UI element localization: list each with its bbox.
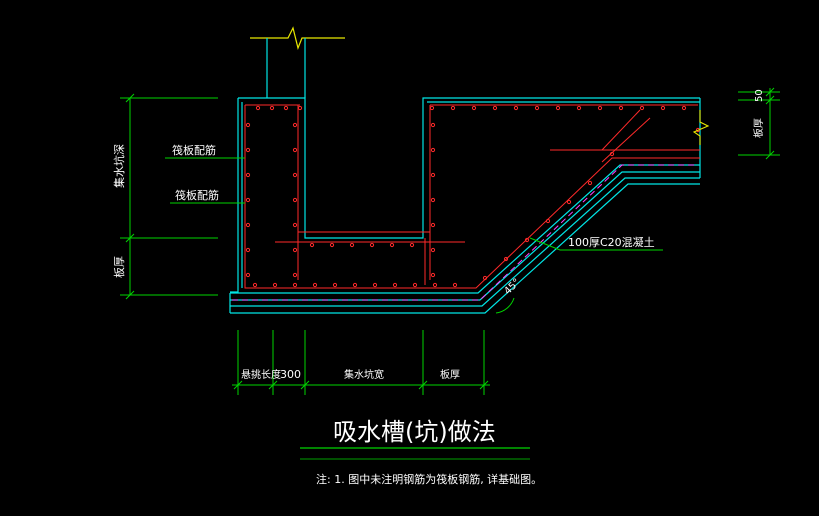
dim-overhang: 悬挑长度 [241,368,281,381]
rebar-dot [389,242,395,248]
rebar-dot [609,151,615,157]
rebar-dot [309,242,315,248]
rebar-dot [534,105,540,111]
drawing-note: 注: 1. 图中未注明钢筋为筏板钢筋, 详基础图。 [316,472,542,486]
rebar-dot [681,105,687,111]
callout-raft-rebar-1: 筏板配筋 [172,143,216,157]
rebar-dot [292,222,298,228]
rebar-dot [297,105,303,111]
rebar-dot [329,242,335,248]
labels: 筏板配筋 筏板配筋 100厚C20混凝土 45° 集水坑深 板厚 50 板厚 悬… [112,89,765,486]
dim-left-slab-thickness: 板厚 [112,256,126,278]
slab-break-line [692,110,710,145]
rebar-dot [292,172,298,178]
rebar-dot [430,172,436,178]
rebar-dot [245,272,251,278]
rebar-dot [312,282,318,288]
rebar-dot [272,282,278,288]
rebar-dot [245,247,251,253]
rebar-dot [349,242,355,248]
dimension-lines [120,87,780,460]
callout-raft-rebar-2: 筏板配筋 [175,188,219,202]
rebar-dot [369,242,375,248]
drawing-title: 吸水槽(坑)做法 [333,418,496,446]
rebar-dots [245,105,701,288]
rebar-dot [245,172,251,178]
dim-right-slab-thickness: 板厚 [752,118,765,138]
rebar-dot [412,282,418,288]
rebar-dot [566,199,572,205]
rebar-dot [430,147,436,153]
dim-pit-depth: 集水坑深 [112,144,126,188]
rebar-dot [432,282,438,288]
rebar-dot [352,282,358,288]
rebar-dot [292,197,298,203]
rebar-dot [430,122,436,128]
dim-bottom-slab-thickness: 板厚 [440,368,460,381]
rebar-dot [482,275,488,281]
rebar-dot [597,105,603,111]
rebar-dot [429,105,435,111]
rebar-dot [660,105,666,111]
rebar-dot [555,105,561,111]
rebar-dot [283,105,289,111]
rebar-dot [332,282,338,288]
rebar-dot [576,105,582,111]
rebar-dot [492,105,498,111]
rebar-dot [587,180,593,186]
rebar-dot [292,147,298,153]
rebar-dot [292,247,298,253]
rebar-dot [430,247,436,253]
rebar-dot [245,147,251,153]
rebar-dot [430,272,436,278]
rebar-dot [503,256,509,262]
dim-pit-width: 集水坑宽 [344,368,384,381]
rebar-dot [618,105,624,111]
rebar-dot [245,122,251,128]
rebar-dot [269,105,275,111]
rebar-dot [524,237,530,243]
rebar-dot [245,197,251,203]
rebar-dot [292,272,298,278]
rebar-lines [244,104,700,289]
rebar-dot [639,105,645,111]
rebar-dot [245,222,251,228]
rebar-dot [471,105,477,111]
rebar-dot [252,282,258,288]
rebar-dot [545,218,551,224]
rebar-dot [430,197,436,203]
rebar-dot [450,105,456,111]
cushion-dash-line [232,164,698,301]
concrete-outline [229,97,701,314]
rebar-dot [452,282,458,288]
callout-concrete-cushion: 100厚C20混凝土 [568,235,655,249]
rebar-dot [372,282,378,288]
rebar-dot [292,282,298,288]
wall-break-line [250,26,345,98]
dim-gap: 300 [280,368,301,381]
rebar-dot [430,222,436,228]
rebar-dot [409,242,415,248]
rebar-dot [392,282,398,288]
rebar-dot [292,122,298,128]
dim-right-cushion: 50 [754,89,765,102]
rebar-dot [513,105,519,111]
rebar-dot [255,105,261,111]
